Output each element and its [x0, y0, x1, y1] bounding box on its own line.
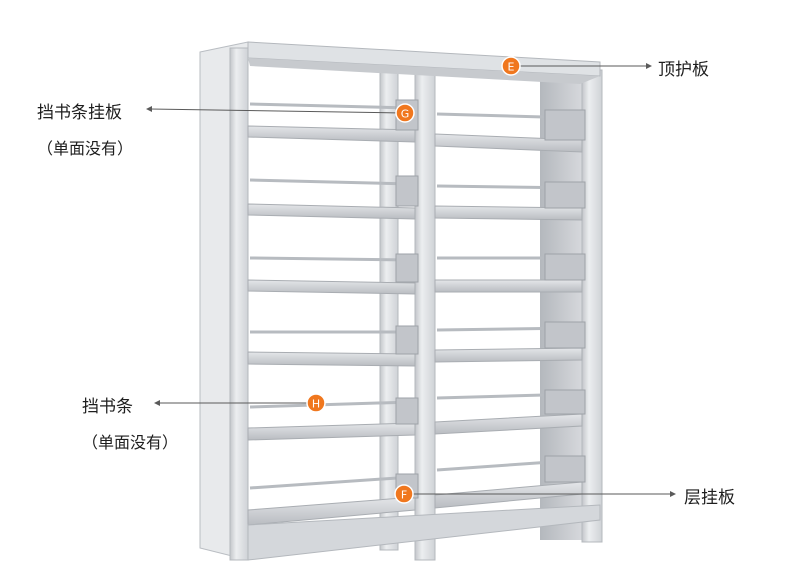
svg-text:F: F	[401, 489, 407, 502]
label-book-baffle: 挡书条	[82, 397, 133, 417]
arrowhead-hanging-baffle	[146, 106, 152, 112]
arrowhead-layer-hanger	[670, 491, 676, 497]
label-hanging-baffle-note: （单面没有）	[37, 139, 134, 158]
arrowhead-top-panel	[646, 63, 652, 69]
label-hanging-baffle: 挡书条挂板	[37, 103, 122, 123]
left-front-post	[229, 47, 249, 561]
svg-text:E: E	[508, 61, 515, 74]
left-bay-shelves	[247, 125, 416, 526]
marker-f: F	[394, 484, 414, 504]
label-top-panel: 顶护板	[658, 60, 709, 80]
marker-h: H	[306, 393, 326, 413]
marker-g: G	[395, 103, 415, 123]
bookshelf-illustration	[199, 41, 603, 561]
svg-text:H: H	[312, 398, 320, 411]
arrowhead-book-baffle	[154, 400, 160, 406]
bookshelf-base	[247, 504, 601, 561]
right-bay-shelves	[434, 133, 583, 509]
hanger-brackets	[395, 99, 586, 499]
label-book-baffle-note: （单面没有）	[82, 433, 179, 452]
leader-arrowheads	[146, 63, 676, 497]
leader-hanging-baffle	[149, 108, 403, 114]
marker-e: E	[501, 56, 521, 76]
top-panel-underside	[248, 58, 600, 84]
leader-lines	[149, 65, 672, 495]
label-layer-hanger: 层挂板	[684, 488, 735, 508]
svg-text:G: G	[401, 108, 410, 121]
